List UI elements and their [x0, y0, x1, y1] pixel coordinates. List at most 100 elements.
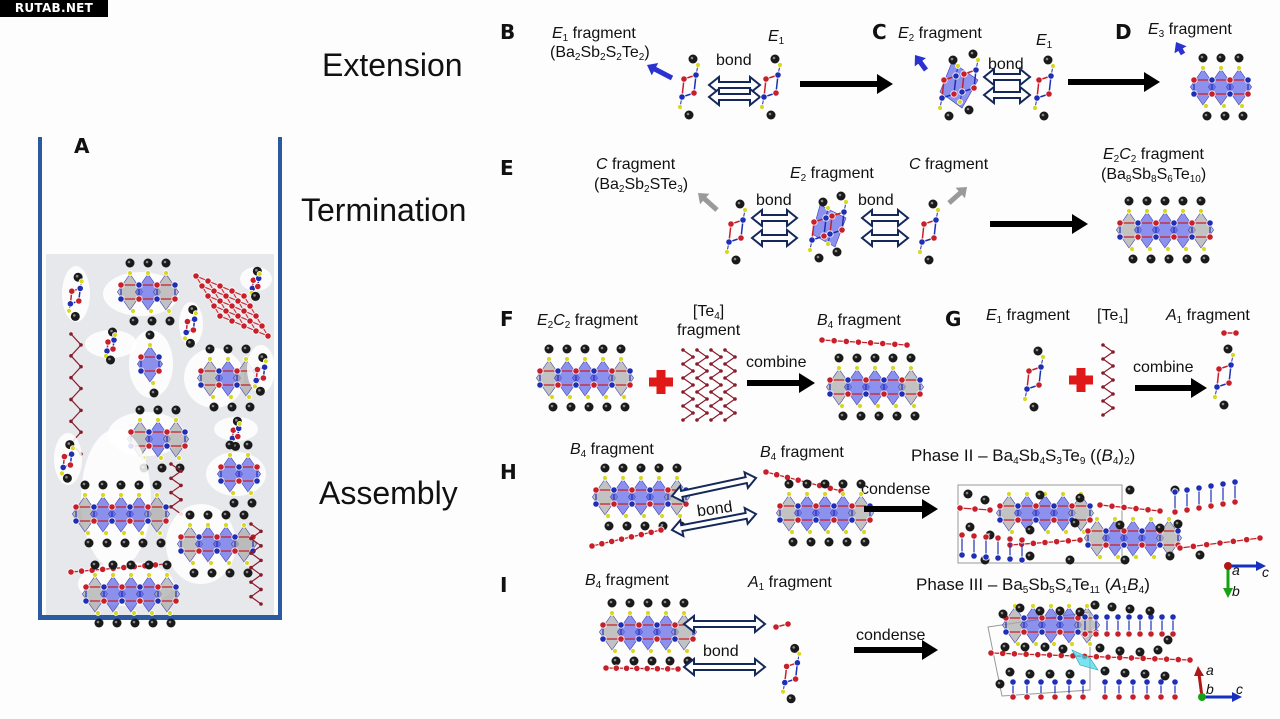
- te-atom: [950, 90, 958, 98]
- ba-atom: [1182, 254, 1192, 264]
- ba-atom-highlight: [245, 442, 249, 446]
- s-atom: [684, 648, 690, 654]
- te-atom: [127, 428, 135, 436]
- ba-atom-highlight: [582, 346, 586, 350]
- s-atom: [780, 688, 786, 695]
- te-atom: [1115, 693, 1123, 701]
- te-atom: [1018, 536, 1026, 544]
- sb-atom: [781, 678, 789, 687]
- te-atom: [246, 302, 254, 310]
- s-atom: [190, 560, 196, 566]
- ba-atom-highlight: [187, 512, 191, 516]
- ba-atom: [1065, 669, 1075, 679]
- s-atom: [854, 365, 860, 371]
- ba-atom: [654, 463, 664, 473]
- ba-atom-highlight: [1077, 495, 1081, 499]
- sb-atom: [1152, 233, 1160, 241]
- ba-atom: [856, 479, 866, 489]
- te-atom: [1045, 90, 1053, 98]
- te-atom: [930, 234, 938, 242]
- s-atom: [875, 403, 881, 409]
- bond-double-arrow: [750, 227, 799, 249]
- ba-atom-highlight: [550, 404, 554, 408]
- te-atom: [598, 540, 606, 548]
- te-atom: [681, 362, 685, 366]
- te-atom: [599, 621, 607, 629]
- te-atom: [1101, 343, 1105, 347]
- s-atom: [621, 394, 627, 400]
- f-b4-label: B4 fragment: [817, 312, 901, 331]
- ba-atom-highlight: [1067, 671, 1071, 675]
- s-atom: [641, 513, 647, 519]
- s-atom: [59, 470, 65, 477]
- i-phase-iii-title: Phase III – Ba5Sb5S4Te11 (A1B4): [916, 575, 1150, 596]
- ba-atom-highlight: [1165, 637, 1169, 641]
- sb-atom: [1006, 555, 1014, 563]
- te-atom: [210, 302, 218, 310]
- sb-atom: [217, 477, 225, 485]
- te-atom: [145, 442, 153, 450]
- ba-atom-highlight: [253, 294, 256, 297]
- te-atom: [612, 664, 620, 672]
- sb-atom: [172, 583, 180, 591]
- te-atom: [249, 551, 253, 555]
- te-atom: [135, 295, 143, 303]
- sb-atom: [253, 477, 261, 485]
- te-atom: [1120, 527, 1128, 535]
- te-atom: [1176, 544, 1184, 552]
- te-atom: [854, 338, 863, 346]
- sb-atom: [252, 376, 260, 385]
- ba-atom: [1120, 555, 1130, 565]
- sb-atom: [117, 295, 125, 303]
- e-bond-label-1: bond: [756, 192, 792, 209]
- te-atom: [1103, 630, 1111, 638]
- sb-atom: [692, 71, 700, 79]
- ba-atom-highlight: [104, 540, 108, 544]
- c-bond-label: bond: [988, 56, 1024, 73]
- te-atom: [215, 381, 223, 389]
- s-atom: [840, 491, 846, 497]
- te-atom: [695, 418, 699, 422]
- te-atom: [709, 376, 713, 380]
- ba-atom-highlight: [255, 268, 258, 272]
- ba-atom: [153, 405, 163, 415]
- ba-atom-highlight: [108, 357, 111, 361]
- te-atom: [691, 369, 695, 373]
- sb-atom: [144, 517, 152, 525]
- s-atom: [182, 335, 188, 342]
- s-atom: [207, 356, 213, 362]
- sb-atom: [826, 230, 834, 238]
- sb-atom: [1014, 502, 1022, 510]
- ba-atom-highlight: [190, 307, 194, 310]
- ba-atom: [106, 355, 115, 365]
- sb-atom: [261, 363, 269, 371]
- ba-atom: [126, 560, 136, 570]
- s-atom: [612, 648, 618, 654]
- ba-atom: [161, 258, 171, 268]
- ba-atom-highlight: [167, 318, 171, 322]
- panel-i-drawing: [599, 598, 1242, 704]
- s-atom: [100, 492, 106, 498]
- ba-atom: [1033, 346, 1043, 356]
- sb-atom: [1084, 541, 1092, 549]
- ba-atom-highlight: [159, 465, 163, 469]
- ba-atom: [838, 479, 848, 489]
- te-atom: [1162, 655, 1171, 663]
- ba-atom-highlight: [100, 482, 104, 486]
- te-atom: [69, 375, 73, 380]
- te-atom: [1010, 650, 1019, 658]
- te-atom: [217, 463, 225, 471]
- sb-atom: [1023, 678, 1031, 686]
- ba-atom-highlight: [1042, 644, 1046, 648]
- te-atom: [1050, 516, 1058, 524]
- s-atom: [127, 270, 133, 276]
- te-atom: [1244, 90, 1252, 98]
- s-atom: [1200, 65, 1206, 71]
- ba-atom: [152, 480, 162, 490]
- s-atom: [861, 529, 867, 535]
- te-atom: [222, 307, 230, 315]
- te-atom: [1190, 76, 1198, 84]
- ba-atom: [1165, 551, 1175, 561]
- s-atom: [131, 610, 137, 616]
- ba-atom-highlight: [622, 404, 626, 408]
